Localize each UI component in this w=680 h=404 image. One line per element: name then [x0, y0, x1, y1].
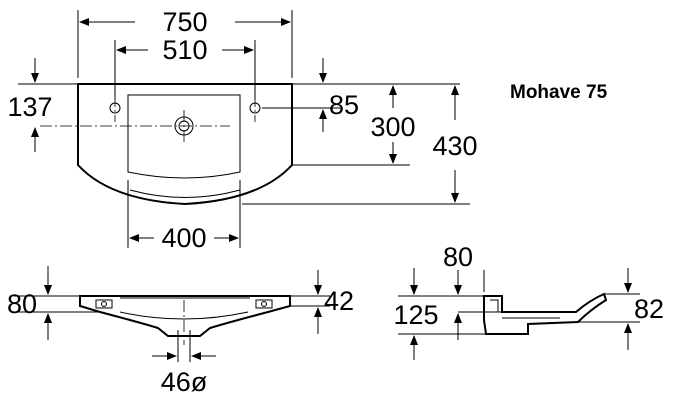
- rim-thickness-label: 42: [324, 286, 354, 316]
- tap-spacing-label: 510: [162, 35, 207, 65]
- height-label: 125: [393, 300, 438, 330]
- top-depth-label: 80: [443, 242, 473, 272]
- overall-depth-label: 430: [432, 131, 477, 161]
- front-profile: [79, 295, 291, 337]
- bowl-front-curve: [129, 189, 241, 198]
- side-view: 80 125 82: [393, 242, 664, 360]
- overall-width-label: 750: [162, 7, 207, 37]
- hole-offset-label: 85: [329, 90, 359, 120]
- bowl-outline: [127, 94, 241, 179]
- front-view: 80 42 46ø: [7, 266, 354, 397]
- bowl-depth-label: 300: [370, 112, 415, 142]
- rim-height-label: 80: [7, 289, 37, 319]
- product-title: Mohave 75: [510, 82, 608, 103]
- front-height-label: 82: [634, 294, 664, 324]
- plan-view: 750 510 137 85 300 430 400: [7, 7, 477, 253]
- back-depth-label: 137: [7, 92, 52, 122]
- side-profile: [483, 292, 608, 335]
- waste-diameter-label: 46ø: [161, 367, 208, 397]
- bowl-width-label: 400: [161, 223, 206, 253]
- basin-outline: [77, 83, 293, 206]
